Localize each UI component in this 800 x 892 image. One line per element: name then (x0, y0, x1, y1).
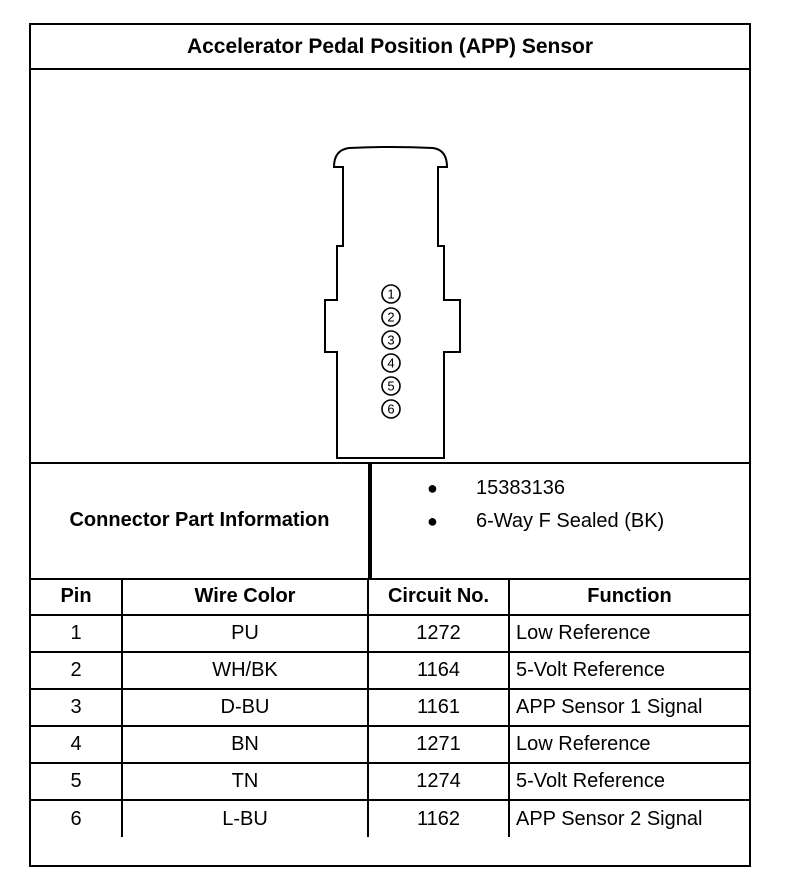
pin-number-label: 2 (387, 310, 394, 325)
pin-number-label: 1 (387, 287, 394, 302)
pin-cavity-6 (381, 399, 401, 419)
cell-pin: 6 (31, 799, 123, 837)
connector-outline (324, 146, 461, 459)
col-header-function: Function (508, 578, 749, 616)
cell-wire-color: D-BU (121, 688, 369, 727)
cell-wire-color: BN (121, 725, 369, 764)
bullet-icon: ● (427, 511, 438, 531)
part-info-list: ● 15383136 ● 6-Way F Sealed (BK) (370, 462, 749, 578)
pin-cavity-1 (381, 284, 401, 304)
cell-function: 5-Volt Reference (508, 651, 749, 690)
connector-face-diagram: 1 2 3 4 5 6 (324, 146, 461, 459)
pin-number-label: 6 (387, 402, 394, 417)
part-number: 15383136 (476, 477, 565, 499)
cell-wire-color: L-BU (121, 799, 369, 837)
table-row: 2 WH/BK 1164 5-Volt Reference (31, 651, 749, 690)
col-header-wire-color: Wire Color (121, 578, 369, 616)
cell-pin: 5 (31, 762, 123, 801)
cell-circuit-no: 1164 (367, 651, 510, 690)
cell-function: APP Sensor 2 Signal (508, 799, 749, 837)
pin-number-label: 3 (387, 333, 394, 348)
pin-cavity-5 (381, 376, 401, 396)
table-header-row: Pin Wire Color Circuit No. Function (31, 578, 749, 616)
cell-wire-color: TN (121, 762, 369, 801)
connector-description: 6-Way F Sealed (BK) (476, 510, 665, 532)
cell-function: APP Sensor 1 Signal (508, 688, 749, 727)
part-info-item: ● 6-Way F Sealed (BK) (372, 506, 751, 536)
cell-pin: 1 (31, 614, 123, 653)
cell-function: Low Reference (508, 725, 749, 764)
table-row: 5 TN 1274 5-Volt Reference (31, 762, 749, 801)
cell-pin: 3 (31, 688, 123, 727)
col-header-pin: Pin (31, 578, 123, 616)
cell-circuit-no: 1274 (367, 762, 510, 801)
col-header-circuit-no: Circuit No. (367, 578, 510, 616)
cell-circuit-no: 1161 (367, 688, 510, 727)
bullet-icon: ● (427, 478, 438, 498)
pinout-table: Pin Wire Color Circuit No. Function 1 PU… (31, 578, 749, 837)
cell-circuit-no: 1271 (367, 725, 510, 764)
cell-circuit-no: 1162 (367, 799, 510, 837)
cell-circuit-no: 1272 (367, 614, 510, 653)
cell-wire-color: PU (121, 614, 369, 653)
part-info-item: ● 15383136 (372, 473, 751, 503)
pin-number-label: 4 (387, 356, 394, 371)
cell-pin: 2 (31, 651, 123, 690)
table-row: 6 L-BU 1162 APP Sensor 2 Signal (31, 799, 749, 837)
cell-function: Low Reference (508, 614, 749, 653)
connector-sheet: Accelerator Pedal Position (APP) Sensor … (29, 23, 751, 867)
page-title: Accelerator Pedal Position (APP) Sensor (31, 25, 749, 70)
pin-cavity-2 (381, 307, 401, 327)
pin-cavity-group: 1 2 3 4 5 6 (381, 284, 401, 419)
connector-diagram-area: 1 2 3 4 5 6 (31, 70, 749, 464)
cell-wire-color: WH/BK (121, 651, 369, 690)
cell-function: 5-Volt Reference (508, 762, 749, 801)
table-row: 4 BN 1271 Low Reference (31, 725, 749, 764)
part-info-label: Connector Part Information (31, 462, 370, 578)
table-row: 3 D-BU 1161 APP Sensor 1 Signal (31, 688, 749, 727)
pin-cavity-4 (381, 353, 401, 373)
pin-cavity-3 (381, 330, 401, 350)
connector-part-info: Connector Part Information ● 15383136 ● … (31, 462, 749, 580)
pin-number-label: 5 (387, 379, 394, 394)
cell-pin: 4 (31, 725, 123, 764)
table-row: 1 PU 1272 Low Reference (31, 614, 749, 653)
